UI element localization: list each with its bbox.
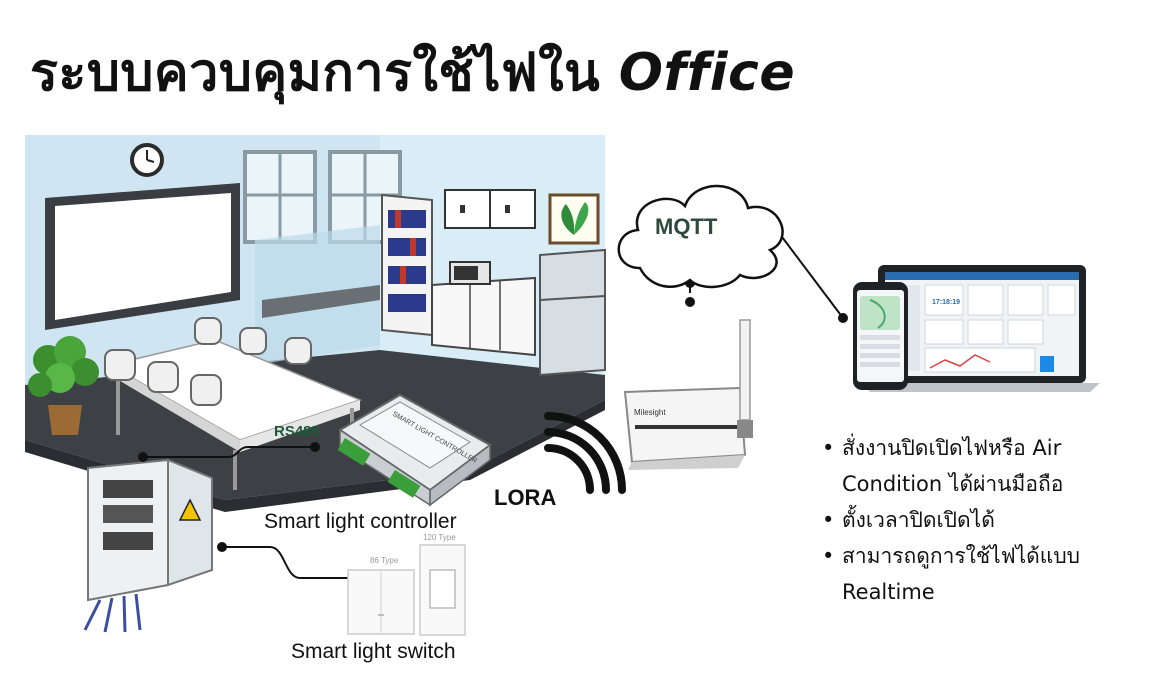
window-left (243, 150, 317, 244)
antenna (739, 319, 751, 421)
picture-frame (548, 193, 600, 245)
smart-switch-86: 86 Type (347, 556, 415, 635)
fridge (539, 248, 606, 377)
whiteboard (45, 183, 240, 330)
feature-item: สั่งงานปิดเปิดไฟหรือ Air Condition ได้ผ่… (818, 430, 1138, 502)
lora-signal-icon (544, 412, 626, 494)
smart-light-controller-device: SMART LIGHT CONTROLLER (337, 393, 492, 507)
potted-plant (28, 336, 99, 435)
feature-item: สามารถดูการใช้ไฟได้แบบ Realtime (818, 538, 1138, 610)
rs485-wire (143, 446, 315, 458)
smart-light-controller-label: Smart light controller (264, 510, 457, 533)
page-title-emphasis: Office (618, 43, 796, 103)
mqtt-cloud-icon (617, 184, 784, 289)
office-illustration (25, 135, 606, 512)
lorawan-gateway-device: Milesight (623, 319, 753, 470)
switch-type-86-label: 86 Type (370, 556, 399, 565)
desk (262, 285, 380, 318)
rs485-label: RS485 (274, 423, 320, 440)
smart-light-switch-label: Smart light switch (291, 640, 456, 663)
phone-icon (853, 282, 908, 390)
page-title: ระบบควบคุมการใช้ไฟใน Office (30, 30, 795, 113)
page-title-main: ระบบควบคุมการใช้ไฟใน (30, 43, 601, 103)
dashboard-clock: 17:18:19 (932, 299, 960, 306)
electrical-panel (83, 458, 213, 633)
mqtt-label: MQTT (655, 214, 718, 239)
lora-label: LORA (494, 485, 557, 510)
switch-wire (222, 546, 356, 579)
wall-cabinet (444, 189, 536, 229)
feature-list: สั่งงานปิดเปิดไฟหรือ Air Condition ได้ผ่… (818, 430, 1138, 610)
feature-item: ตั้งเวลาปิดเปิดได้ (818, 502, 1138, 538)
kitchen-counter (431, 261, 536, 357)
smart-switch-120: 120 Type (419, 533, 466, 636)
gateway-brand-label: Milesight (634, 408, 666, 417)
switch-type-120-label: 120 Type (423, 533, 456, 542)
wall-clock-icon (130, 143, 164, 177)
chairs (104, 317, 312, 406)
bookshelf (381, 193, 433, 337)
